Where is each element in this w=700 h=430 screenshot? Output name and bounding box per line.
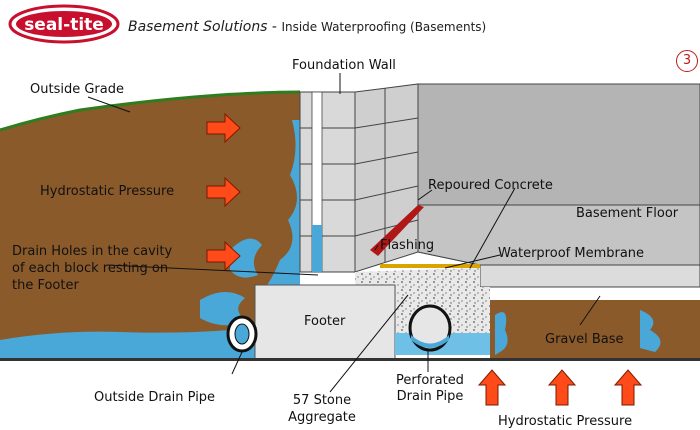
page-number-badge: 3 — [676, 50, 698, 72]
label-waterproof-membrane: Waterproof Membrane — [498, 246, 645, 261]
water-seepage-wall — [255, 120, 300, 300]
label-perforated-2: Drain Pipe — [396, 389, 464, 404]
flashing — [370, 205, 424, 256]
groundwater-left — [0, 330, 255, 360]
label-repoured-concrete: Repoured Concrete — [428, 178, 553, 193]
label-hydrostatic-bottom: Hydrostatic Pressure — [498, 414, 633, 429]
gravel-base-water-2 — [640, 310, 661, 352]
seal-tite-logo: seal-tite — [8, 4, 120, 44]
label-outside-drain-pipe: Outside Drain Pipe — [94, 390, 216, 405]
label-perforated-1: Perforated — [396, 373, 464, 388]
floor-edge — [479, 264, 700, 288]
label-drain-holes-2: of each block resting on — [12, 261, 169, 276]
title-sub: Inside Waterproofing (Basements) — [281, 20, 487, 34]
header-title: Basement Solutions - Inside Waterproofin… — [128, 19, 486, 35]
cavity-water — [312, 225, 322, 272]
label-drain-holes-3: the Footer — [12, 278, 79, 293]
footer-block — [254, 284, 396, 361]
label-outside-grade: Outside Grade — [30, 82, 124, 97]
water-splash-left — [230, 238, 262, 278]
label-basement-floor: Basement Floor — [576, 206, 679, 221]
pressure-up-arrow-icon — [477, 369, 643, 406]
header: seal-tite Basement Solutions - Inside Wa… — [0, 0, 700, 48]
label-drain-holes-1: Drain Holes in the cavity — [12, 244, 173, 259]
waterproof-membrane — [380, 264, 480, 268]
ground-base — [0, 358, 700, 361]
gravel-base-water-1 — [495, 312, 508, 355]
perforated-drain-pipe-icon — [408, 304, 452, 352]
outside-drain-pipe-icon — [226, 315, 258, 353]
label-gravel-base: Gravel Base — [545, 332, 624, 347]
svg-text:seal-tite: seal-tite — [24, 15, 104, 35]
grass-line — [0, 90, 301, 132]
label-footer: Footer — [304, 314, 346, 329]
label-stone-aggregate-1: 57 Stone — [292, 393, 352, 408]
label-hydrostatic-left: Hydrostatic Pressure — [40, 184, 175, 199]
title-main: Basement Solutions — [128, 19, 268, 35]
gravel-base — [490, 300, 700, 358]
pressure-arrow-icon — [206, 112, 241, 272]
title-separator: - — [267, 19, 282, 35]
label-flashing: Flashing — [380, 238, 435, 253]
label-foundation-wall: Foundation Wall — [292, 58, 396, 73]
label-stone-aggregate-2: Aggregate — [288, 410, 356, 425]
foundation-wall-face — [299, 91, 356, 273]
